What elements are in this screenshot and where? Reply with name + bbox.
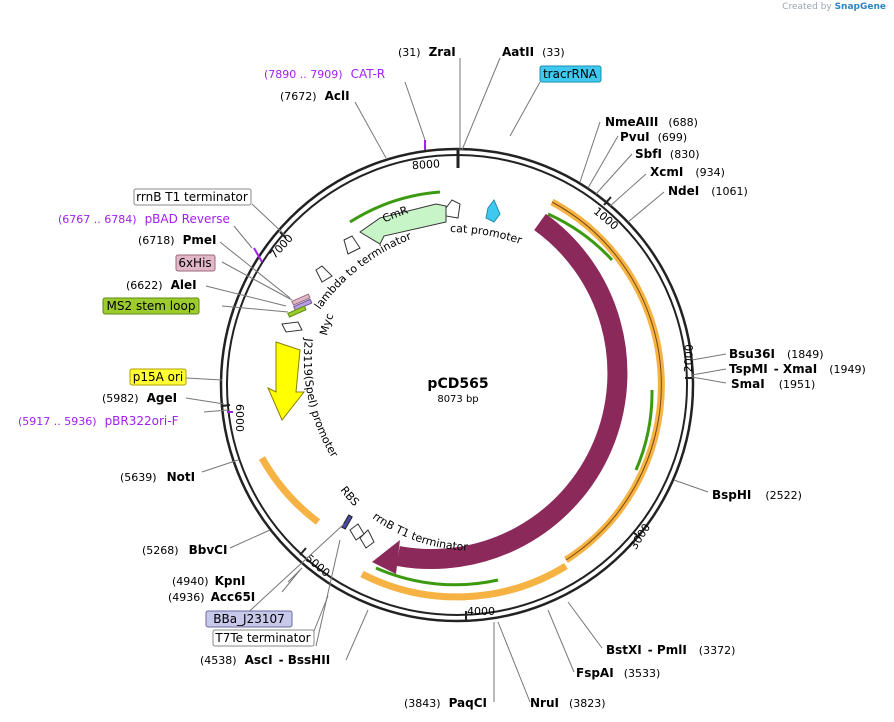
svg-text:4000: 4000 xyxy=(467,605,495,618)
svg-text:7000: 7000 xyxy=(267,232,295,262)
site-paqci: (3843)PaqCI xyxy=(404,696,487,710)
green-arrow-2 xyxy=(634,389,654,471)
rbs-label: RBS xyxy=(338,484,362,509)
site-aatii: AatII(33) xyxy=(502,45,565,59)
svg-text:T7Te terminator: T7Te terminator xyxy=(214,631,310,645)
watermark-prefix: Created by xyxy=(782,2,832,12)
svg-text:6xHis: 6xHis xyxy=(178,256,211,270)
bba-mark xyxy=(341,514,353,530)
site-fspai: FspAI(3533) xyxy=(576,666,660,680)
boxed-feature-labels: tracrRNA rrnB T1 terminator 6xHis MS2 st… xyxy=(102,65,602,647)
svg-text:rrnB T1 terminator: rrnB T1 terminator xyxy=(136,190,248,204)
site-asci: (4538)AscI- BssHII xyxy=(200,653,330,667)
dxcas9-arrowhead xyxy=(372,540,400,574)
orange-feature-left[interactable] xyxy=(258,456,321,525)
site-xcmi: XcmI(934) xyxy=(650,165,725,179)
primer-cat-r: (7890 .. 7909)CAT-R xyxy=(264,67,385,81)
box-p15a[interactable]: p15A ori xyxy=(129,368,187,386)
site-bsphi: BspHI(2522) xyxy=(712,488,802,502)
svg-text:8000: 8000 xyxy=(412,157,441,172)
myc-label: Myc xyxy=(317,312,336,337)
site-kpni: (4940)KpnI xyxy=(172,574,245,588)
primer-pbad-reverse: (6767 .. 6784)pBAD Reverse xyxy=(58,212,230,226)
backbone-outer xyxy=(219,147,695,623)
site-tspmi: TspMI- XmaI(1949) xyxy=(729,362,866,376)
svg-text:BBa_J23107: BBa_J23107 xyxy=(213,612,285,626)
site-noti: (5639)NotI xyxy=(120,470,195,484)
snapgene-watermark: Created by SnapGene xyxy=(782,2,886,12)
rrnb-inner-label: rrnB T1 terminator xyxy=(370,510,468,554)
site-sbfi: SbfI(830) xyxy=(635,147,700,161)
box-rrnb-top[interactable]: rrnB T1 terminator xyxy=(133,188,252,206)
site-agei: (5982)AgeI xyxy=(102,391,177,405)
box-bba[interactable]: BBa_J23107 xyxy=(205,610,293,628)
6xhis-mark xyxy=(291,293,311,306)
rrnb-top-shape xyxy=(315,265,333,283)
cat-promoter-label: cat promoter xyxy=(450,222,524,247)
site-bstxi: BstXI- PmlI(3372) xyxy=(606,643,735,657)
site-acc65i: (4936)Acc65I xyxy=(168,590,255,604)
p15a-ori-arrow[interactable] xyxy=(266,341,306,421)
pbad-reverse-mark xyxy=(253,247,263,263)
site-nrui: NruI(3823) xyxy=(530,696,606,710)
box-6xhis[interactable]: 6xHis xyxy=(175,254,216,272)
box-tracrrna[interactable]: tracrRNA xyxy=(539,65,602,83)
tracrrna-feature[interactable] xyxy=(485,199,501,223)
plasmid-name: pCD565 xyxy=(427,376,488,392)
site-alei: (6622)AleI xyxy=(126,278,197,292)
svg-text:MS2 stem loop: MS2 stem loop xyxy=(107,299,196,313)
leader-lines xyxy=(185,57,727,703)
primer-labels: (7890 .. 7909)CAT-R (6767 .. 6784)pBAD R… xyxy=(18,67,385,428)
site-nmeaiii: NmeAIII(688) xyxy=(605,115,698,129)
rrnb-inner-shape xyxy=(359,529,375,549)
box-t7te[interactable]: T7Te terminator xyxy=(212,629,315,647)
site-zrai: (31)ZraI xyxy=(398,45,456,59)
orange-feature-right-core xyxy=(551,201,662,561)
tick-4000: 4000 xyxy=(465,605,495,620)
site-bsu36i: Bsu36I(1849) xyxy=(729,347,824,361)
dxcas9-arc[interactable] xyxy=(396,213,628,570)
box-ms2[interactable]: MS2 stem loop xyxy=(102,297,200,315)
lambda-terminator-shape xyxy=(343,235,361,255)
plasmid-size: 8073 bp xyxy=(437,394,478,405)
site-pmei: (6718)PmeI xyxy=(138,233,216,247)
svg-text:p15A ori: p15A ori xyxy=(133,370,184,384)
tick-2000: 2000 xyxy=(682,344,696,379)
watermark-brand: SnapGene xyxy=(834,2,886,12)
tick-8000: 8000 xyxy=(412,150,460,172)
j23119-label: J23119(SpeI) promoter xyxy=(301,337,341,460)
tick-7000: 7000 xyxy=(267,231,296,262)
site-acli: (7672)AclI xyxy=(280,89,350,103)
green-arrow-4 xyxy=(349,190,441,224)
green-arrow-3 xyxy=(375,566,499,587)
ms2-mark xyxy=(287,305,307,318)
svg-text:2000: 2000 xyxy=(682,344,696,372)
tick-6000: 6000 xyxy=(221,404,246,432)
site-pvui: PvuI(699) xyxy=(620,130,687,144)
svg-text:tracrRNA: tracrRNA xyxy=(543,67,598,81)
svg-text:6000: 6000 xyxy=(233,404,246,432)
site-bbvci: (5268)BbvCI xyxy=(142,543,227,557)
myc-shape xyxy=(281,321,303,333)
site-smai: SmaI(1951) xyxy=(731,377,815,391)
primer-pbr322ori-f: (5917 .. 5936)pBR322ori-F xyxy=(18,414,179,428)
site-labels: (31)ZraI AatII(33) NmeAIII(688) PvuI(699… xyxy=(102,45,866,710)
cat-promoter-arrow xyxy=(445,199,461,219)
orange-feature-bottom[interactable] xyxy=(360,563,568,601)
green-arrow-1 xyxy=(547,212,614,262)
site-ndei: NdeI(1061) xyxy=(668,184,748,198)
